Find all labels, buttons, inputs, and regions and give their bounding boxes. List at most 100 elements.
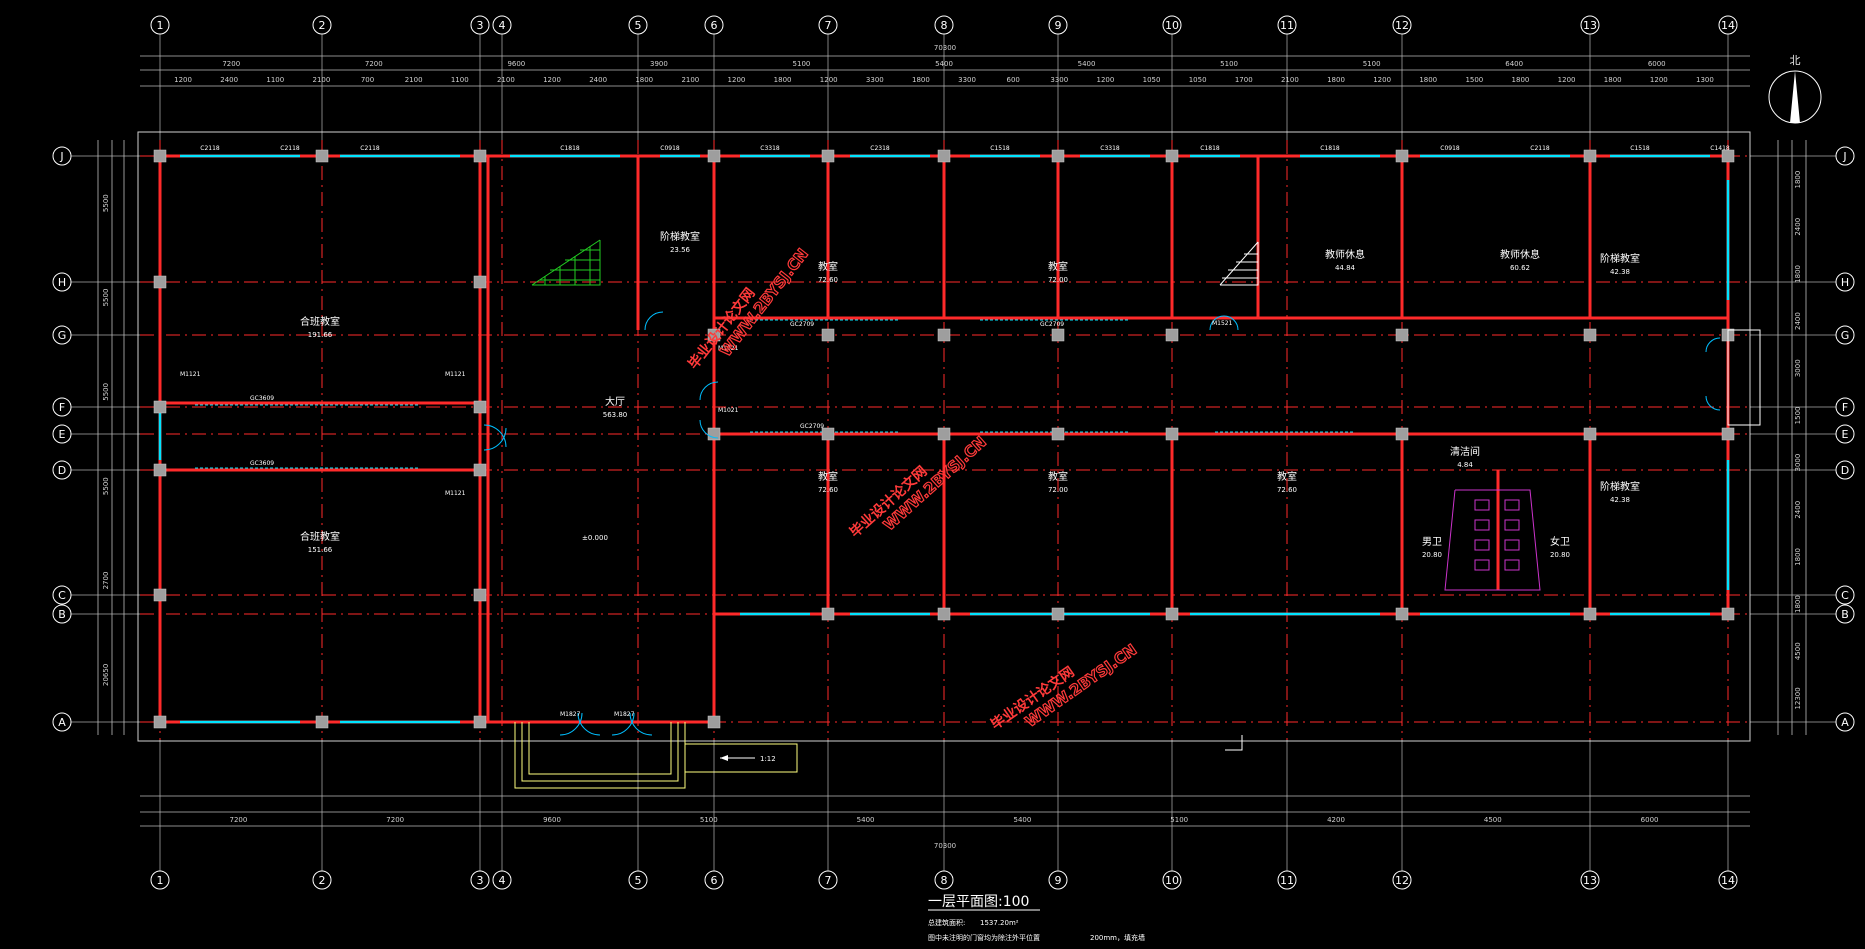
svg-text:13: 13: [1583, 19, 1597, 32]
column: [821, 427, 835, 441]
room-name: 阶梯教室: [1600, 252, 1640, 265]
column: [937, 328, 951, 342]
svg-text:8: 8: [941, 19, 948, 32]
axis-bubble-y: C: [52, 585, 72, 605]
svg-text:7: 7: [825, 874, 832, 887]
svg-text:11: 11: [1280, 19, 1294, 32]
axis-bubble-x: 11: [1277, 870, 1297, 890]
column: [1721, 427, 1735, 441]
window-code: C2118: [1530, 145, 1550, 152]
room-area: 4.84: [1457, 461, 1473, 469]
axis-bubble-x: 4: [492, 870, 512, 890]
axis-bubble-y: B: [52, 604, 72, 624]
svg-text:J: J: [59, 150, 63, 163]
dim-value: 5400: [1013, 816, 1031, 824]
column: [1395, 607, 1409, 621]
column: [1051, 328, 1065, 342]
axis-bubble-x: 3: [470, 15, 490, 35]
axis-bubble-x: 13: [1580, 870, 1600, 890]
note-line: 图中未注明的门窗均为除注外平位置: [928, 933, 1040, 942]
axis-bubble-x: 10: [1162, 15, 1182, 35]
column: [473, 463, 487, 477]
room-name: 教室: [818, 470, 838, 483]
dim-value: 1050: [1143, 76, 1161, 84]
room-name: 教师休息: [1500, 248, 1540, 261]
svg-text:12: 12: [1395, 874, 1409, 887]
dim-value: 1200: [1373, 76, 1391, 84]
column: [153, 400, 167, 414]
dim-value: 3000: [1794, 454, 1802, 472]
dim-value: 700: [361, 76, 374, 84]
svg-text:E: E: [1842, 428, 1849, 441]
svg-text:C: C: [1841, 589, 1849, 602]
dim-value: 2100: [681, 76, 699, 84]
dim-value: 3300: [866, 76, 884, 84]
door-code: M1827: [614, 711, 635, 718]
svg-text:6: 6: [711, 19, 718, 32]
window-code: C2118: [360, 145, 380, 152]
door-code: M1021: [718, 407, 739, 414]
room-name: 男卫: [1422, 536, 1442, 548]
dim-value: 5500: [102, 383, 110, 401]
dim-value: 1800: [912, 76, 930, 84]
axis-bubble-y: J: [52, 146, 72, 166]
column: [1395, 427, 1409, 441]
room-area: 72.60: [818, 276, 838, 284]
dim-value: 3900: [650, 60, 668, 68]
svg-text:11: 11: [1280, 874, 1294, 887]
column: [937, 149, 951, 163]
column: [707, 715, 721, 729]
door-code: M1121: [445, 490, 466, 497]
corridor-windows: [195, 319, 1355, 469]
stair-left: [531, 239, 601, 286]
dim-value: 2400: [1794, 312, 1802, 330]
window-code: C1518: [1630, 145, 1650, 152]
column: [707, 149, 721, 163]
column: [1165, 607, 1179, 621]
svg-text:12: 12: [1395, 19, 1409, 32]
room-area: 42.38: [1610, 496, 1630, 504]
axis-bubble-y: B: [1835, 604, 1855, 624]
column: [315, 715, 329, 729]
dim-value: 1800: [1794, 171, 1802, 189]
dim-value: 1500: [1794, 407, 1802, 425]
column: [1721, 607, 1735, 621]
svg-text:4: 4: [499, 19, 506, 32]
axis-bubble-y: C: [1835, 585, 1855, 605]
window-code: C2118: [200, 145, 220, 152]
north-arrow: 北: [1768, 54, 1822, 124]
column: [153, 715, 167, 729]
door-code: M1121: [180, 371, 201, 378]
drawing-title: 一层平面图:100: [928, 894, 1029, 910]
dim-value: 5100: [793, 60, 811, 68]
north-label: 北: [1790, 54, 1801, 67]
room-name: 教室: [1277, 470, 1297, 483]
watermark-1: 毕业设计论文网 WWW.2BYSJ.CN: [685, 244, 813, 372]
column: [1583, 607, 1597, 621]
svg-text:B: B: [1841, 608, 1849, 621]
room-name: 大厅: [605, 395, 625, 408]
column: [473, 588, 487, 602]
dim-value: 3000: [1794, 359, 1802, 377]
dim-value: 6000: [1648, 60, 1666, 68]
window-code: C1518: [990, 145, 1010, 152]
dimension-lines: [97, 55, 1807, 827]
column: [1165, 149, 1179, 163]
window-code: C1818: [1200, 145, 1220, 152]
corridor-window-code: GC2709: [800, 423, 824, 430]
column: [707, 427, 721, 441]
column: [153, 588, 167, 602]
toilet-fixtures: [1444, 489, 1541, 591]
column: [1583, 427, 1597, 441]
window-code: C3318: [1100, 145, 1120, 152]
axis-bubble-x: 14: [1718, 870, 1738, 890]
svg-text:H: H: [58, 276, 66, 289]
svg-text:14: 14: [1721, 19, 1735, 32]
dim-value: 7200: [365, 60, 383, 68]
room-name: 合班教室: [300, 315, 340, 328]
axis-bubble-x: 7: [818, 870, 838, 890]
